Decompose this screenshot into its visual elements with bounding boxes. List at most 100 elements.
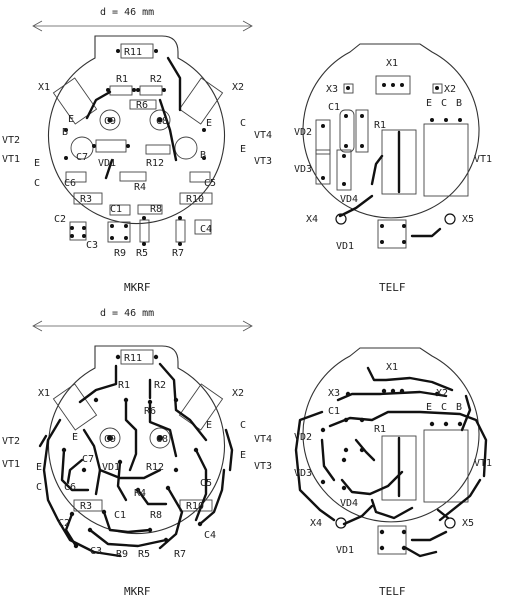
telf-b-label-x1: X1: [386, 362, 398, 373]
mkrf-b-label-vt1: VT1: [2, 459, 20, 470]
x2-pad-box: [432, 83, 443, 94]
dimension-label-bottom: d = 46 mm: [100, 308, 154, 319]
mkrf-label-c3: C3: [86, 240, 98, 251]
telf-regulator-body-bottom: [381, 435, 417, 501]
mkrf-b-label-r11: R11: [124, 353, 142, 364]
mkrf-copper-tracks: [38, 362, 234, 558]
r3-body-bottom: [73, 499, 103, 512]
x1-connector-body: [375, 75, 411, 95]
mkrf-b-label-r2: R2: [154, 380, 166, 391]
telf-copper-tracks: [294, 366, 488, 558]
x2-connector-bottom: [178, 383, 224, 431]
telf-label-vd4: VD4: [340, 194, 358, 205]
vd4-body: [336, 149, 352, 191]
r10-body-bottom: [179, 499, 213, 512]
vd2-body: [315, 119, 331, 155]
c9-body: [99, 109, 121, 131]
mkrf-label-c9: C9: [104, 116, 116, 127]
mkrf-label-r8: R8: [150, 204, 162, 215]
mkrf-board-outline-bottom: [47, 345, 226, 535]
telf-label-vd3: VD3: [294, 164, 312, 175]
mkrf-copper-pads: [61, 354, 203, 549]
mkrf-label-c8: C8: [156, 116, 168, 127]
mkrf-b-label-c4: C4: [204, 530, 216, 541]
mkrf-label-vt4: VT4: [254, 130, 272, 141]
vt1-body: [423, 123, 469, 197]
telf-label-e: E: [426, 98, 432, 109]
mkrf-label-vt2: VT2: [2, 135, 20, 146]
r8-body: [137, 204, 163, 215]
mkrf-b-label-x1: X1: [38, 388, 50, 399]
mkrf-top-track-3: [104, 158, 114, 180]
mkrf-b-label-vd1: VD1: [102, 462, 120, 473]
c5-body: [189, 171, 211, 183]
telf-label-vd2: VD2: [294, 127, 312, 138]
mkrf-label-b-right: B: [200, 150, 206, 161]
telf-b-label-vd3: VD3: [294, 468, 312, 479]
telf-b-label-e: E: [426, 402, 432, 413]
telf-b-label-x4: X4: [310, 518, 322, 529]
mkrf-label-c-right: C: [240, 118, 246, 129]
mkrf-b-label-r7: R7: [174, 549, 186, 560]
dimension-arrow-bottom: d = 46 mm: [32, 308, 253, 332]
c1-body: [109, 204, 131, 216]
mkrf-b-label-c6: C6: [64, 482, 76, 493]
r3-body: [73, 192, 103, 205]
telf-label-x5: X5: [462, 214, 474, 225]
x1-connector: [52, 77, 98, 125]
dimension-arrow-top: d = 46 mm: [32, 7, 253, 32]
mkrf-label-c2: C2: [54, 214, 66, 225]
telf-caption-top: TELF: [379, 281, 406, 294]
mkrf-component-board: R11 X1 X2 R1 R2 R6 B B C9 C8 C7 VD1 R12 …: [2, 35, 272, 259]
mkrf-b-label-r9: R9: [116, 549, 128, 560]
c2-body: [69, 221, 87, 241]
r10-body: [179, 192, 213, 205]
dimension-label-top: d = 46 mm: [100, 7, 154, 18]
c3-body: [107, 221, 131, 243]
mkrf-label-e-left-2: E: [68, 114, 74, 125]
telf-label-x1: X1: [386, 58, 398, 69]
mkrf-label-r1: R1: [116, 74, 128, 85]
mkrf-b-label-e-right-2: E: [240, 450, 246, 461]
telf-b-label-vd2: VD2: [294, 432, 312, 443]
mkrf-label-c-left: C: [34, 178, 40, 189]
x5-pad-bottom: [444, 517, 456, 529]
mkrf-b-label-c-left: C: [36, 482, 42, 493]
r12-body: [145, 144, 171, 155]
telf-top-track-3: [410, 227, 442, 238]
telf-b-label-x2: X2: [436, 388, 448, 399]
c5-body-round: [174, 136, 198, 160]
mkrf-label-c5: C5: [204, 178, 216, 189]
mkrf-b-label-r5: R5: [138, 549, 150, 560]
telf-b-label-c1: C1: [328, 406, 340, 417]
c4-body: [194, 219, 212, 235]
mkrf-b-label-r4: R4: [134, 488, 146, 499]
telf-component-board: X1 X3 X2 E C B C1 R1 VD2 VD3 VT1 VD4 X4 …: [294, 43, 492, 252]
mkrf-label-e-right-2: E: [240, 144, 246, 155]
mkrf-b-label-c9: C9: [104, 434, 116, 445]
mkrf-top-track-1: [85, 90, 112, 120]
mkrf-caption-top: MKRF: [124, 281, 151, 294]
x5-pad: [444, 213, 456, 225]
c1-body: [339, 109, 355, 153]
c8-body: [149, 109, 171, 131]
r4-body: [119, 171, 147, 182]
mkrf-track-board: R11 X1 X2 R1 R2 R6 VT2 VT1 VT4 VT3 E E E…: [2, 345, 272, 560]
telf-b-label-c: C: [441, 402, 447, 413]
mkrf-label-r2: R2: [150, 74, 162, 85]
mkrf-b-label-c8: C8: [156, 434, 168, 445]
mkrf-label-vt1: VT1: [2, 154, 20, 165]
mkrf-label-r4: R4: [134, 182, 146, 193]
telf-b-label-r1: R1: [374, 424, 386, 435]
mkrf-label-r12: R12: [146, 158, 164, 169]
vt1-body-bottom: [423, 429, 469, 503]
x4-pad: [335, 213, 347, 225]
mkrf-label-x1: X1: [38, 82, 50, 93]
telf-b-label-vt1: VT1: [474, 458, 492, 469]
mkrf-label-r11: R11: [124, 47, 142, 58]
telf-label-r1: R1: [374, 120, 386, 131]
mkrf-b-label-c-right: C: [240, 420, 246, 431]
telf-copper-pads: [320, 388, 463, 551]
telf-label-c: C: [441, 98, 447, 109]
